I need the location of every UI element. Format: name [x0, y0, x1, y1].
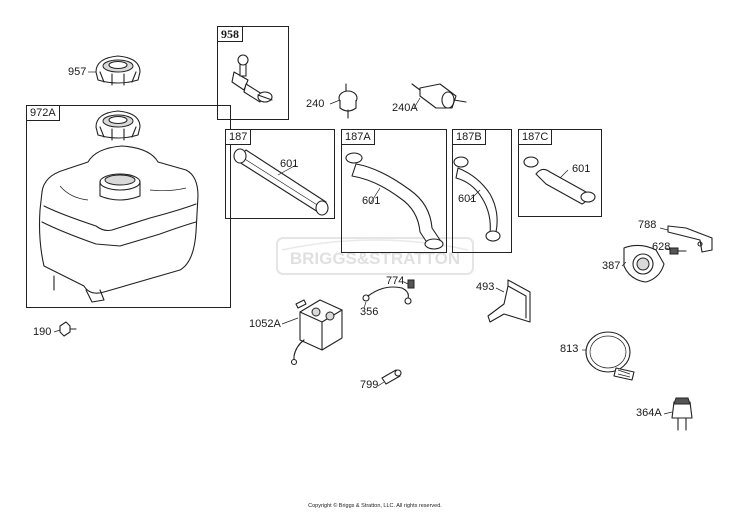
box-187A: 187A [341, 129, 447, 253]
box-187: 187 [225, 129, 335, 219]
solenoid-1052A [290, 299, 343, 366]
valve-240 [338, 83, 358, 119]
label-601-187A: 601 [362, 195, 381, 207]
label-788: 788 [638, 219, 657, 231]
bolt-190 [59, 321, 77, 337]
box-187B: 187B [452, 129, 512, 253]
box-958-label: 958 [218, 27, 243, 42]
box-972A: 972A [26, 105, 231, 308]
leader-lines [53, 71, 673, 415]
fuel-pump-387 [623, 244, 665, 283]
fastener-774 [407, 279, 415, 289]
label-774: 774 [386, 275, 405, 287]
copyright-notice: Copyright © Briggs & Stratton, LLC. All … [308, 503, 442, 509]
hose-187A [345, 152, 444, 250]
label-813: 813 [560, 343, 579, 355]
label-387: 387 [602, 260, 621, 272]
label-356: 356 [360, 306, 379, 318]
hose-187C [523, 156, 596, 205]
valve-364A [671, 397, 693, 431]
clamp-813 [585, 331, 635, 381]
fitting-799 [381, 369, 402, 385]
watermark-logo: BRIGGS&STRATTON [276, 237, 474, 275]
bolt-628 [669, 247, 687, 255]
hose-187 [233, 148, 329, 216]
watermark-text: BRIGGS&STRATTON [290, 249, 460, 268]
box-972A-label: 972A [27, 106, 60, 121]
label-601-187: 601 [280, 158, 299, 170]
wire-356 [362, 286, 412, 305]
fuel-cap-957 [95, 55, 141, 86]
label-240: 240 [306, 98, 325, 110]
hose-187B [453, 156, 501, 242]
label-493: 493 [476, 281, 495, 293]
bracket-493 [487, 279, 531, 323]
label-957: 957 [68, 66, 87, 78]
box-187C-label: 187C [519, 130, 553, 145]
label-628: 628 [652, 241, 671, 253]
label-799: 799 [360, 379, 379, 391]
box-187A-label: 187A [342, 130, 375, 145]
fuel-fitting-958 [231, 54, 273, 103]
label-601-187B: 601 [458, 193, 477, 205]
filter-240A [411, 83, 467, 109]
bracket-788 [667, 225, 713, 253]
box-187C: 187C [518, 129, 602, 217]
label-1052A: 1052A [249, 318, 281, 330]
label-601-187C: 601 [572, 163, 591, 175]
fuel-tank-972A [38, 110, 199, 303]
label-364A: 364A [636, 407, 662, 419]
label-240A: 240A [392, 102, 418, 114]
box-187-label: 187 [226, 130, 252, 145]
box-187B-label: 187B [453, 130, 486, 145]
box-958: 958 [217, 26, 289, 120]
label-190: 190 [33, 326, 52, 338]
